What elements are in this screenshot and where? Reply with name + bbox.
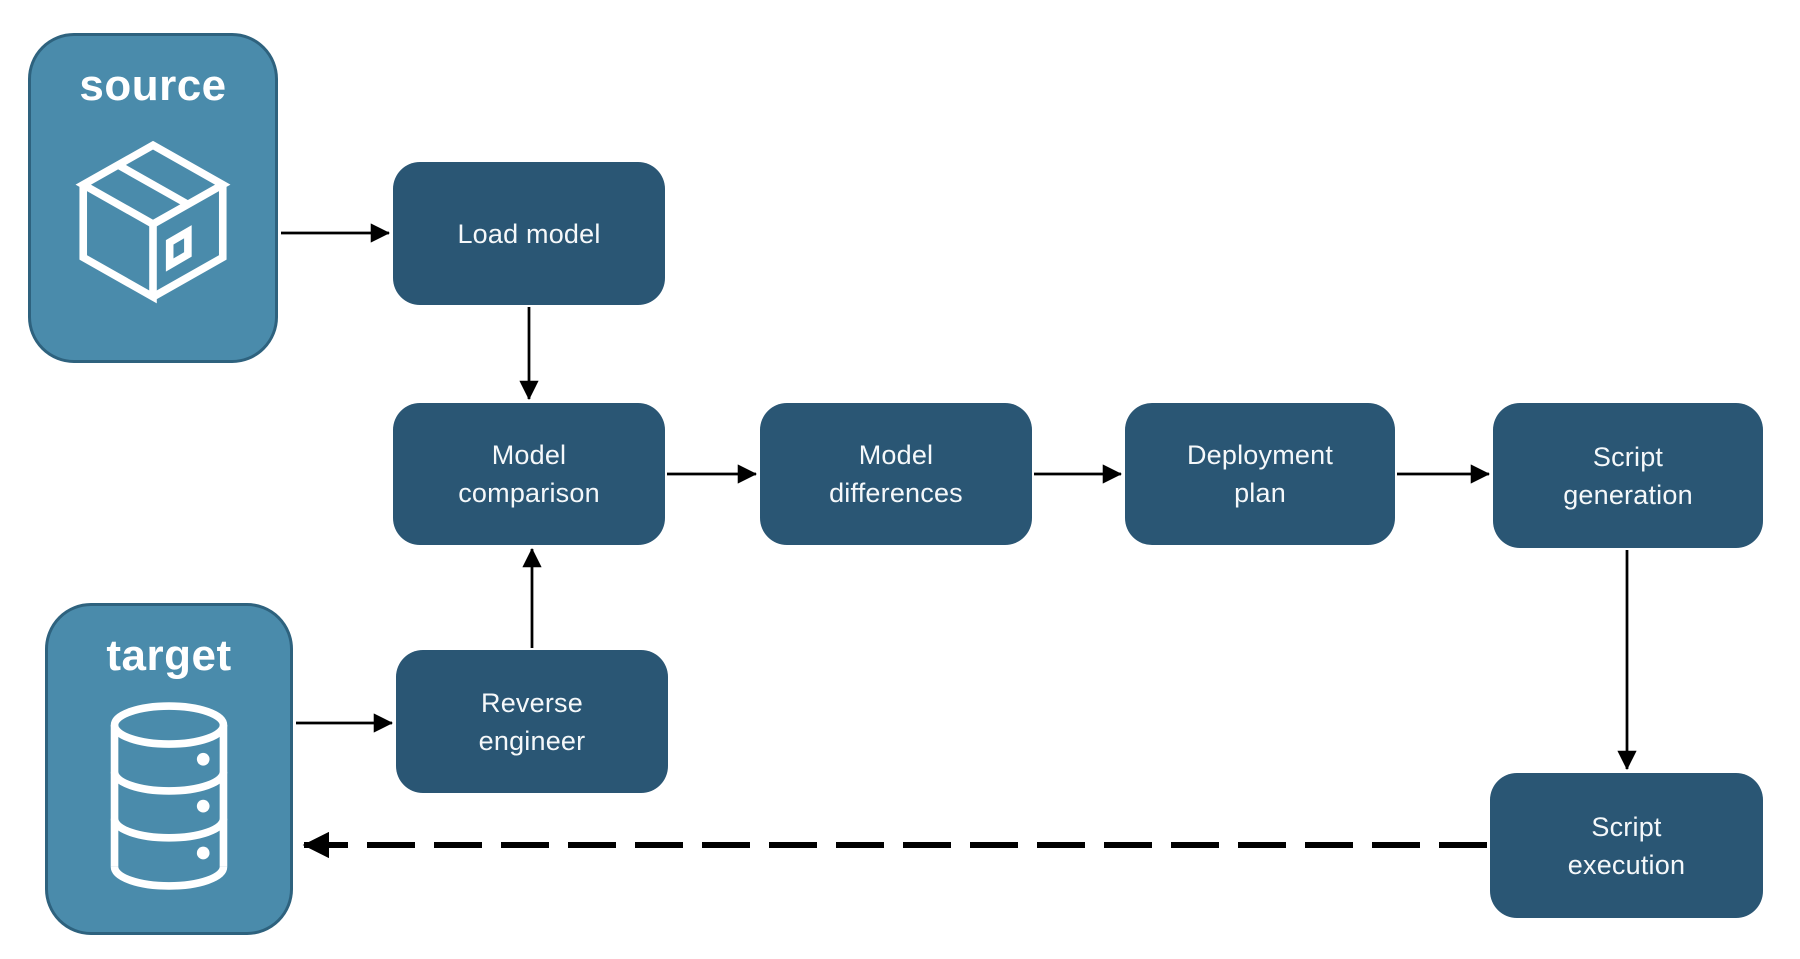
node-label-line: Script [1591, 811, 1662, 842]
node-label-line: Reverse [481, 687, 583, 718]
node-model-comparison: Model comparison [393, 403, 665, 545]
package-icon [75, 140, 231, 304]
endpoint-source-label: source [79, 61, 227, 110]
node-script-generation: Script generation [1493, 403, 1763, 548]
node-script-execution: Script execution [1490, 773, 1763, 918]
node-label-line: comparison [458, 478, 600, 508]
node-label-line: Load model [457, 218, 601, 249]
node-label-line: generation [1563, 479, 1693, 510]
node-load-model: Load model [393, 162, 665, 305]
node-model-differences: Model differences [760, 403, 1032, 545]
endpoint-target: target [45, 603, 293, 935]
node-label-line: differences [829, 478, 963, 508]
endpoint-target-label: target [106, 631, 232, 680]
node-label-line: Deployment [1186, 440, 1334, 470]
node-label-line: plan [1234, 478, 1286, 508]
node-label-line: engineer [478, 725, 586, 756]
node-label-line: execution [1567, 849, 1686, 880]
node-deployment-plan: Deployment plan [1125, 403, 1395, 545]
node-label-line: Model [858, 440, 934, 470]
node-label-line: Model [491, 440, 567, 470]
node-reverse-engineer: Reverse engineer [396, 650, 668, 793]
database-icon [110, 702, 228, 890]
node-label-line: Script [1592, 441, 1664, 472]
endpoint-source: source [28, 33, 278, 363]
